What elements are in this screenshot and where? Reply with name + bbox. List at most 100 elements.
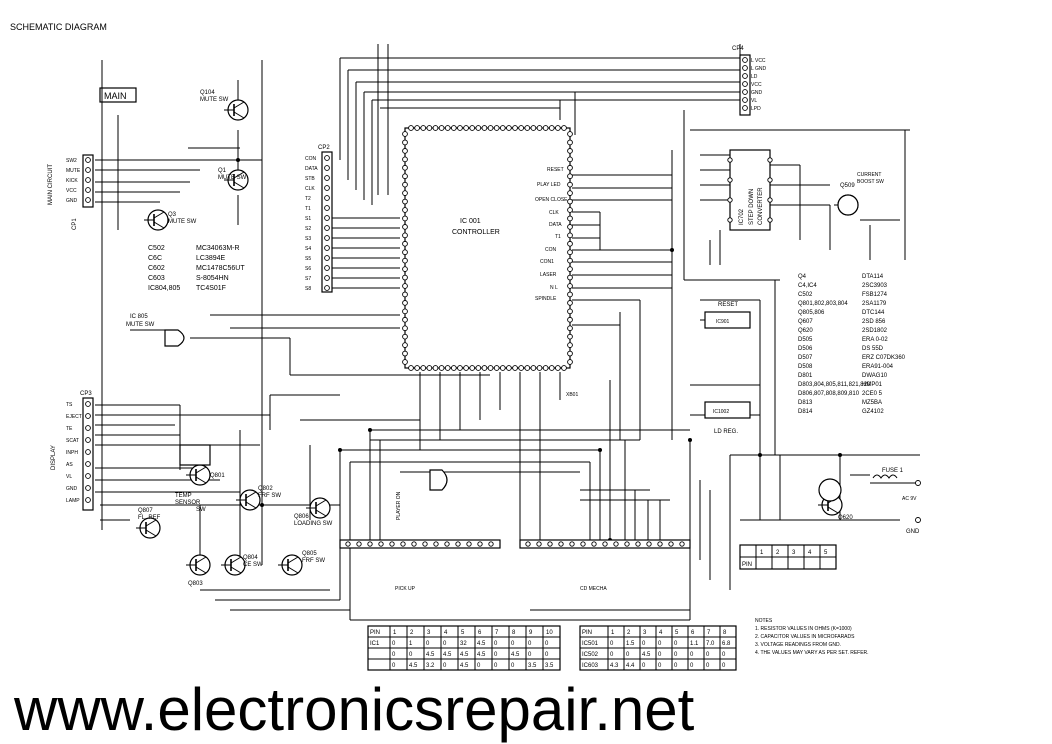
table-cell: 0 — [511, 641, 515, 647]
note-line: 2. CAPACITOR VALUES IN MICROFARADS — [755, 634, 855, 640]
connector-pin — [742, 81, 748, 87]
connector-pin-label: GND — [751, 90, 763, 96]
table-cell: 4.5 — [460, 652, 469, 658]
reset-ic-ref: IC901 — [716, 319, 730, 325]
ic-pin — [567, 215, 573, 222]
table-cell: 0 — [642, 641, 646, 647]
connector-pin-label: LPD — [751, 106, 761, 112]
connector-pin-label: VCC — [751, 82, 762, 88]
reset-ic: RESET IC901 — [704, 302, 751, 329]
transistor-label: CE SW — [243, 562, 263, 568]
connector-pin — [324, 195, 330, 201]
ic-pin — [506, 125, 512, 131]
ic-pin — [408, 125, 414, 131]
table-header-cell: 1 — [760, 550, 764, 556]
bus-pin — [602, 541, 608, 547]
svg-text:OPEN CLOSE: OPEN CLOSE — [535, 197, 568, 203]
ic-pin — [567, 359, 573, 365]
connector-pin — [324, 215, 330, 221]
parts-value: DTA114 — [862, 274, 884, 280]
side-label: MAIN CIRCUIT — [48, 164, 54, 205]
bus-pin — [400, 541, 406, 547]
ic-pin — [512, 365, 518, 371]
ic-pin — [426, 125, 433, 131]
bus-pin — [657, 541, 663, 547]
ic-pin — [727, 157, 733, 163]
svg-text:SPINDLE: SPINDLE — [535, 296, 557, 302]
ic-pin — [567, 148, 573, 154]
table-cell: 0 — [477, 663, 481, 669]
connector-pin-label: T2 — [305, 196, 311, 202]
parts-value: GZ4102 — [862, 409, 884, 415]
ic-pin — [512, 125, 518, 131]
table-header-cell: 8 — [512, 630, 516, 636]
parts-value: DS 55D — [862, 346, 884, 352]
bus-pin — [613, 541, 619, 547]
table-cell: 0 — [545, 652, 549, 658]
connector-pin — [85, 401, 91, 407]
connector-pin-label: GND — [66, 486, 78, 492]
table-header-cell: 10 — [546, 630, 553, 636]
connector-pin-label: LAMP — [66, 498, 80, 504]
fuse-label: FUSE 1 — [882, 468, 904, 474]
transistor-ref: Q3 — [168, 212, 177, 218]
ic-pin — [561, 125, 567, 131]
svg-text:PLAY LED: PLAY LED — [537, 182, 561, 188]
table-cell: 0 — [409, 652, 413, 658]
connector-pin-label: S6 — [305, 266, 311, 272]
cp1-ref: CP1 — [72, 218, 78, 230]
parts-ref: Q620 — [798, 328, 813, 334]
ic-pin — [567, 333, 573, 340]
ic-pin — [402, 232, 408, 239]
ic-pin — [432, 125, 439, 131]
connector-pin-label: S5 — [305, 256, 311, 262]
cp2-ref: CP2 — [318, 145, 330, 151]
table-cell: 0 — [674, 641, 678, 647]
svg-text:T1: T1 — [555, 234, 561, 240]
ic-pin — [567, 207, 573, 213]
table-header-cell: 2 — [410, 630, 414, 636]
parts-value: DWAG10 — [862, 373, 888, 379]
current-boost-sw: CURRENT BOOST SW — [837, 172, 884, 216]
table-cell: 0 — [392, 663, 396, 669]
ic-pin — [481, 365, 488, 371]
ic-pin — [567, 350, 573, 357]
ic-pin — [463, 365, 469, 371]
table-cell: 0 — [674, 663, 678, 669]
connector-pin-label: S7 — [305, 276, 311, 282]
ic-pin — [402, 156, 408, 163]
connector-pin-label: INPH — [66, 450, 78, 456]
connector-pin — [742, 105, 748, 111]
table-cell: 0 — [494, 652, 498, 658]
connector-pin — [85, 461, 91, 467]
table-cell: 3.5 — [545, 663, 554, 669]
ic-pin — [402, 148, 408, 154]
table-cell: 4.5 — [642, 652, 651, 658]
connector-pin-label: SW2 — [66, 158, 77, 164]
parts-value: 2SD 856 — [862, 319, 886, 325]
notes-title: NOTES — [755, 618, 773, 624]
parts-ref: D801 — [798, 373, 813, 379]
table-cell: 0 — [494, 663, 498, 669]
table-cell: 3.2 — [426, 663, 435, 669]
table-header-cell: PIN — [370, 630, 380, 636]
bus-pin — [488, 541, 494, 547]
connector-pin — [85, 177, 91, 183]
parts-ref: IC804,805 — [148, 285, 180, 292]
table-cell: 0 — [426, 641, 430, 647]
logic-gate — [429, 469, 448, 491]
connector-pin — [324, 165, 330, 171]
table-header-cell: 4 — [808, 550, 812, 556]
ic-pin — [567, 291, 573, 298]
table-cell: 0 — [626, 652, 630, 658]
connector-pin-label: L GND — [751, 66, 766, 72]
svg-text:DATA: DATA — [549, 222, 562, 228]
connector-pin-label: SCAT — [66, 438, 79, 444]
gnd-label: GND — [906, 529, 920, 535]
controller-signal-labels: RESET PLAY LED OPEN CLOSE CLK DATA T1 CO… — [535, 167, 568, 302]
transistor-ref: Q803 — [188, 581, 203, 587]
ic-pin — [567, 190, 573, 196]
